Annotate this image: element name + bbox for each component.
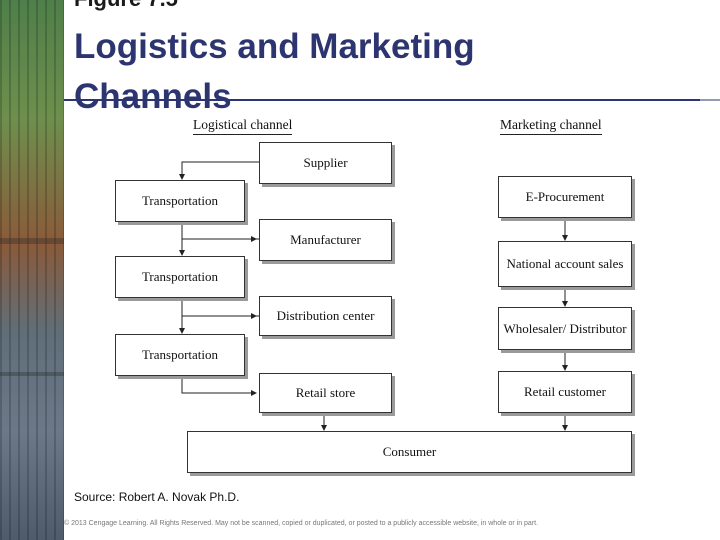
retail-store-box: Retail store	[259, 373, 392, 413]
decorative-sidebar-image	[0, 0, 64, 540]
source-note: Source: Robert A. Novak Ph.D.	[74, 490, 240, 504]
figure-label: Figure 7.5	[74, 0, 178, 12]
marketing-channel-heading: Marketing channel	[500, 117, 602, 135]
arrow-supplier-to-transportation	[179, 161, 259, 180]
transportation-box-3: Transportation	[115, 334, 245, 376]
arrow-transportation-to-retail-store	[181, 375, 257, 396]
wholesaler-distributor-box: Wholesaler/ Distributor	[498, 307, 632, 350]
distribution-center-box: Distribution center	[259, 296, 392, 336]
slide-title: Logistics and Marketing Channels	[74, 27, 475, 116]
logistical-channel-heading: Logistical channel	[193, 117, 293, 135]
consumer-box: Consumer	[187, 431, 632, 473]
transportation-box-1: Transportation	[115, 180, 245, 222]
manufacturer-box: Manufacturer	[259, 219, 392, 261]
arrow-transportation-to-distribution	[181, 297, 257, 319]
arrow-distribution-to-transportation	[179, 315, 259, 334]
supplier-box: Supplier	[259, 142, 392, 184]
arrow-transportation-to-manufacturer	[181, 222, 257, 242]
copyright-notice: © 2013 Cengage Learning. All Rights Rese…	[64, 520, 539, 527]
title-underline	[64, 99, 700, 101]
arrow-manufacturer-to-transportation	[179, 238, 259, 256]
transportation-box-2: Transportation	[115, 256, 245, 298]
title-underline-end	[700, 99, 720, 101]
retail-customer-box: Retail customer	[498, 371, 632, 413]
national-account-sales-box: National account sales	[498, 241, 632, 287]
e-procurement-box: E-Procurement	[498, 176, 632, 218]
